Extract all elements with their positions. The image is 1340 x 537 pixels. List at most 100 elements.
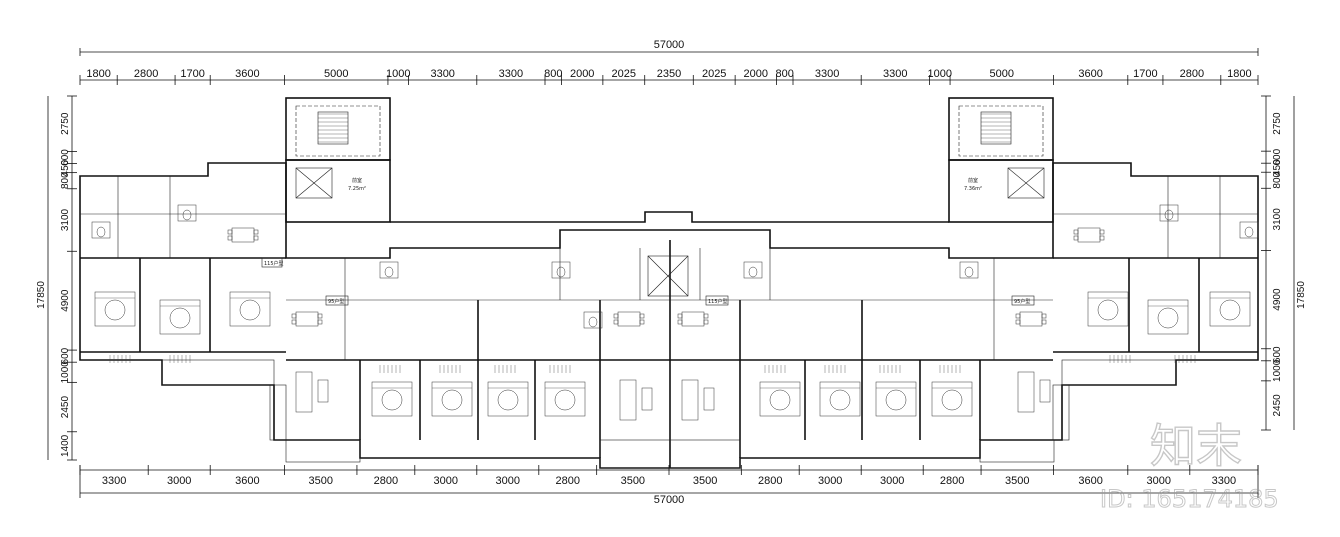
bed-symbol <box>759 381 801 417</box>
bed-symbol <box>885 389 907 411</box>
bed-symbol <box>875 381 917 417</box>
right-stair: 前室 7.36m² <box>958 105 1045 199</box>
stair-flight <box>317 111 349 145</box>
bed-symbol <box>239 299 261 321</box>
dim-label: 3500 <box>621 475 645 487</box>
bathroom-fixture <box>379 261 399 279</box>
chair-symbol <box>253 235 259 241</box>
dim-label: 3300 <box>499 68 523 80</box>
dim-label: 4900 <box>60 289 71 312</box>
chair-symbol <box>703 313 709 319</box>
left-stair: 前室 7.25m² <box>295 105 381 199</box>
bed-symbol <box>769 389 791 411</box>
chair-symbol <box>1015 319 1021 325</box>
dim-label: 2450 <box>60 396 71 419</box>
chair-symbol <box>613 319 619 325</box>
dim-label: 1700 <box>180 68 204 80</box>
table-symbol <box>1019 311 1043 327</box>
bathroom-fixture <box>556 266 566 278</box>
dim-label: 800 <box>776 68 794 80</box>
dim-label: 2800 <box>940 475 964 487</box>
bed-symbol <box>941 389 963 411</box>
dim-label: 5000 <box>324 68 348 80</box>
dim-label: 3000 <box>818 475 842 487</box>
bathroom-fixture <box>743 261 763 279</box>
chair-symbol <box>1041 319 1047 325</box>
table-symbol <box>1077 227 1101 243</box>
dim-label: 5000 <box>989 68 1013 80</box>
dim-label: 2800 <box>758 475 782 487</box>
chair-symbol <box>227 235 233 241</box>
bed-symbol <box>487 381 529 417</box>
bed-symbol <box>1209 291 1251 327</box>
bed-symbol <box>1147 299 1189 335</box>
bed-symbol <box>159 299 201 335</box>
dim-label: 2800 <box>555 475 579 487</box>
dim-label: 3500 <box>309 475 333 487</box>
bathroom-fixture <box>1239 221 1259 239</box>
table-symbol <box>231 227 255 243</box>
bed-symbol <box>554 389 576 411</box>
bed-symbol <box>441 389 463 411</box>
dim-label: 3000 <box>1147 475 1171 487</box>
dim-label: 600 <box>1272 148 1283 165</box>
table-symbol <box>681 311 705 327</box>
chair-symbol <box>291 313 297 319</box>
hall-right-area: 7.36m² <box>964 186 982 192</box>
chair-symbol <box>703 319 709 325</box>
dim-label: 1700 <box>1133 68 1157 80</box>
unit-type-label: 115户型 <box>264 260 284 267</box>
dim-label: 3100 <box>1272 208 1283 231</box>
dim-label: 1800 <box>1227 68 1251 80</box>
unit-type-label: 95户型 <box>1014 298 1030 305</box>
chair-symbol <box>639 313 645 319</box>
dim-label: 800 <box>60 172 71 189</box>
chair-symbol <box>1073 229 1079 235</box>
dim-label: 3000 <box>880 475 904 487</box>
table-symbol <box>617 311 641 327</box>
bathroom-fixture <box>182 209 192 221</box>
unit-type-tags: 115户型 95户型 115户型 95户型 <box>261 257 1035 306</box>
watermark-logo: 知末 <box>1150 419 1242 473</box>
dim-label: 2800 <box>1180 68 1204 80</box>
bed-symbol <box>381 389 403 411</box>
bathroom-fixture <box>964 266 974 278</box>
sofa-symbol <box>295 371 313 413</box>
dim-label: 3000 <box>434 475 458 487</box>
bed-symbol <box>1219 299 1241 321</box>
bathroom-fixture <box>1164 209 1174 221</box>
bed-symbol <box>371 381 413 417</box>
dim-label: 2800 <box>374 475 398 487</box>
chair-symbol <box>639 319 645 325</box>
sofa-symbol <box>1039 379 1051 403</box>
left-total-dimension: 17850 <box>36 281 47 309</box>
bottom-total-dimension: 57000 <box>654 494 685 506</box>
sofa-symbol <box>641 387 653 411</box>
unit-type-label: 95户型 <box>328 298 344 305</box>
dim-label: 2025 <box>702 68 726 80</box>
sofa-symbol <box>1017 371 1035 413</box>
hall-left-area: 7.25m² <box>348 186 366 192</box>
unit-type-label: 115户型 <box>708 298 728 305</box>
bed-symbol <box>819 381 861 417</box>
chair-symbol <box>1099 229 1105 235</box>
dim-label: 3000 <box>167 475 191 487</box>
chair-symbol <box>291 319 297 325</box>
sofa-symbol <box>703 387 715 411</box>
dim-label: 1000 <box>1272 359 1283 382</box>
central-elevator <box>647 255 689 297</box>
dim-label: 1000 <box>927 68 951 80</box>
chair-symbol <box>1099 235 1105 241</box>
sofa-symbol <box>317 379 329 403</box>
chair-symbol <box>1015 313 1021 319</box>
chair-symbol <box>677 319 683 325</box>
bathroom-fixture <box>91 221 111 239</box>
dim-label: 1400 <box>60 434 71 457</box>
bathroom-fixture <box>1159 204 1179 222</box>
dim-label: 3300 <box>1212 475 1236 487</box>
bed-symbol <box>931 381 973 417</box>
